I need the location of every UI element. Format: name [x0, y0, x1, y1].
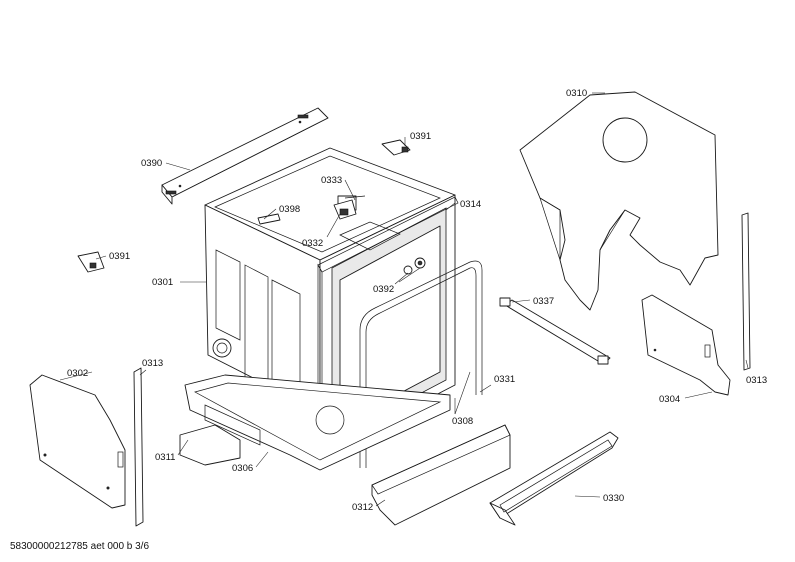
label-0331: 0331	[494, 374, 515, 385]
part-0391-bracket-top	[381, 139, 411, 156]
label-0311: 0311	[155, 452, 175, 463]
label-0333: 0333	[321, 175, 342, 186]
leader-lines	[59, 92, 749, 507]
part-0391-bracket-left	[77, 251, 105, 273]
label-0330: 0330	[603, 493, 624, 504]
part-0313-strip-left	[133, 367, 144, 527]
part-0398-clip	[257, 213, 281, 225]
label-0313-right: 0313	[746, 375, 767, 386]
label-0398: 0398	[279, 204, 300, 215]
part-0330-bottom-tray	[489, 431, 619, 526]
part-labels: 0310 0391 0390 0333 0398 0314 0332 0391 …	[67, 88, 767, 513]
label-0308: 0308	[452, 416, 473, 427]
label-0304: 0304	[659, 394, 680, 405]
label-0337: 0337	[533, 296, 554, 307]
part-0337-rod	[499, 297, 611, 365]
document-id-footer: 58300000212785 aet 000 b 3/6	[10, 541, 150, 552]
part-0313-strip-right	[741, 212, 751, 371]
part-0302-side-panel-left	[29, 374, 126, 509]
label-0314: 0314	[460, 199, 481, 210]
part-0331-insulation-block	[371, 424, 511, 526]
label-0306: 0306	[232, 463, 253, 474]
label-0313-left: 0313	[142, 358, 163, 369]
label-0391-left: 0391	[109, 251, 130, 262]
label-0392: 0392	[373, 284, 394, 295]
part-0333-0332-latch	[333, 195, 366, 220]
part-0310-insulation-cover	[519, 91, 719, 311]
label-0390: 0390	[141, 158, 162, 169]
label-0302: 0302	[67, 368, 88, 379]
label-0301: 0301	[152, 277, 173, 288]
part-0304-side-panel-right	[641, 294, 731, 396]
part-0308-door-seal	[359, 260, 483, 468]
part-0392-screw	[403, 257, 426, 275]
label-0332: 0332	[302, 238, 323, 249]
part-0306-base	[184, 374, 451, 471]
part-0311-base-block	[179, 424, 241, 466]
label-0310: 0310	[566, 88, 587, 99]
label-0312: 0312	[352, 502, 373, 513]
part-0390-top-strip	[161, 107, 329, 205]
label-0391-top: 0391	[410, 131, 431, 142]
